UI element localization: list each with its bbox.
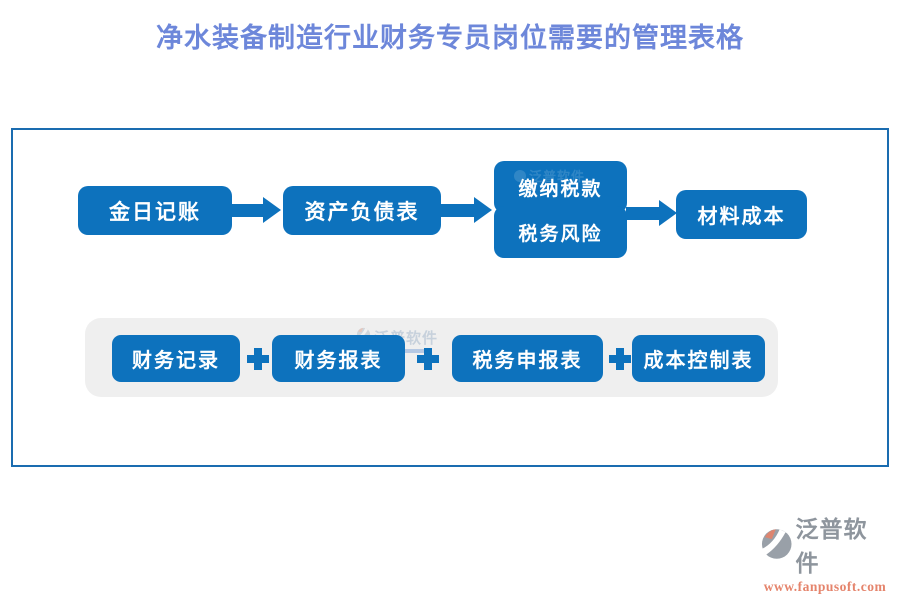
diagram-frame bbox=[11, 128, 889, 467]
plus-icon bbox=[609, 348, 631, 370]
summary-item-label: 成本控制表 bbox=[643, 350, 754, 372]
plus-icon bbox=[417, 348, 439, 370]
brand-url[interactable]: www.fanpusoft.com bbox=[763, 579, 887, 594]
arrow-right-icon bbox=[441, 197, 492, 223]
flow-node-label: 税务风险 bbox=[518, 223, 603, 245]
arrow-head bbox=[474, 197, 492, 223]
arrow-head bbox=[263, 197, 281, 223]
arrow-head bbox=[659, 200, 677, 226]
arrow-shaft bbox=[626, 206, 659, 220]
flow-node-tax-stack: 缴纳税款 税务风险 bbox=[494, 161, 627, 258]
flow-node-balance-sheet: 资产负债表 bbox=[283, 186, 441, 235]
flow-node-material-cost: 材料成本 bbox=[676, 190, 807, 239]
summary-item-finance-records: 财务记录 bbox=[112, 335, 240, 382]
flow-node-label: 缴纳税款 bbox=[518, 178, 603, 200]
flow-node-label: 材料成本 bbox=[697, 206, 786, 228]
brand-logo-icon bbox=[761, 529, 792, 559]
summary-item-tax-declaration: 税务申报表 bbox=[452, 335, 603, 382]
summary-item-label: 财务报表 bbox=[294, 350, 383, 372]
brand-name: 泛普软件 bbox=[795, 516, 868, 576]
flow-node-pay-tax: 缴纳税款 bbox=[494, 161, 627, 213]
arrow-shaft bbox=[230, 203, 263, 217]
plus-icon bbox=[247, 348, 269, 370]
page-title: 净水装备制造行业财务专员岗位需要的管理表格 bbox=[156, 23, 744, 53]
flow-node-label: 金日记账 bbox=[109, 199, 201, 224]
summary-item-label: 财务记录 bbox=[132, 350, 220, 372]
arrow-shaft bbox=[441, 203, 474, 217]
arrow-right-icon bbox=[230, 197, 281, 223]
summary-item-label: 税务申报表 bbox=[472, 350, 583, 372]
flow-node-cash-journal: 金日记账 bbox=[78, 186, 232, 235]
summary-item-cost-control: 成本控制表 bbox=[632, 335, 765, 382]
arrow-right-icon bbox=[626, 200, 677, 226]
brand-logo: 泛普软件 www.fanpusoft.com bbox=[760, 510, 890, 595]
summary-item-finance-reports: 财务报表 bbox=[272, 335, 405, 382]
flow-node-tax-risk: 税务风险 bbox=[494, 206, 627, 258]
flow-node-label: 资产负债表 bbox=[304, 199, 420, 224]
